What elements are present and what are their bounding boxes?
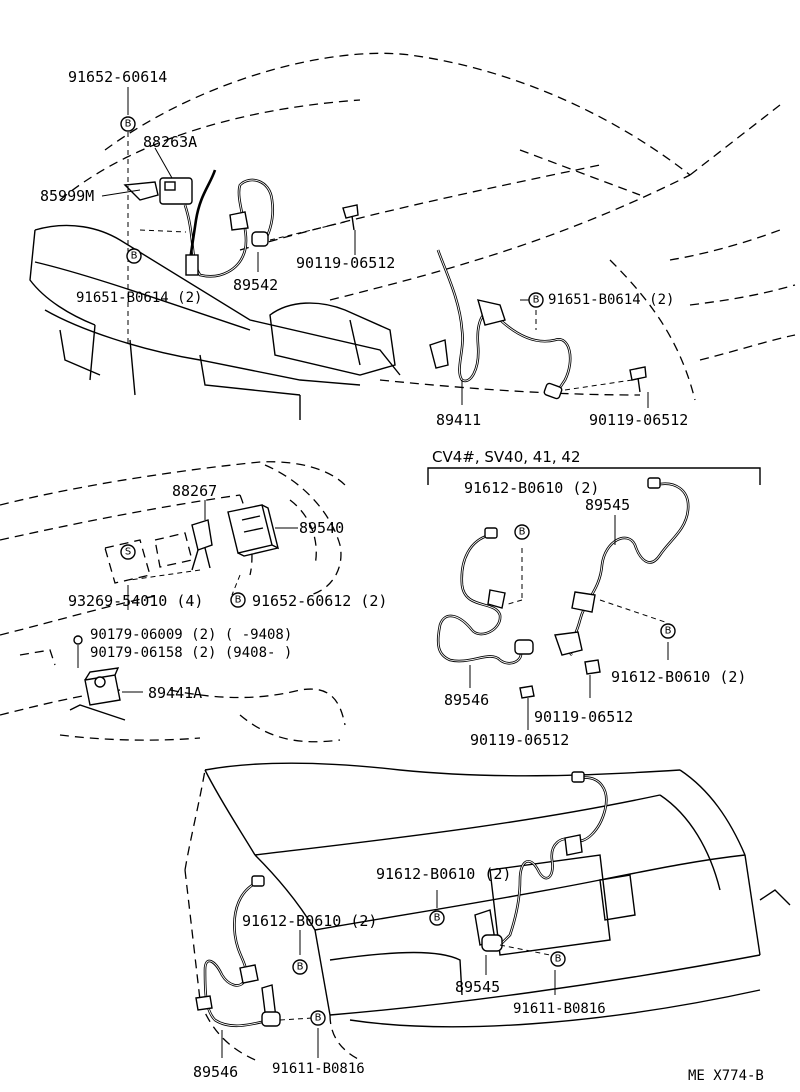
part-labels: 91652-60614 88263A 85999M 91651-B0614 (2…	[40, 68, 764, 1084]
bolt-b-icon	[514, 524, 530, 540]
footer-code: ME X774-B	[688, 1068, 764, 1084]
rear-car-body-outline	[184, 762, 791, 1063]
front-left-speed-sensor	[123, 169, 274, 278]
screw-s-icon-letter: S	[125, 547, 131, 558]
bolt-b-icon-letter: B	[131, 251, 138, 262]
bolt-b-icon	[230, 592, 246, 608]
label-89545-rear: 89545	[455, 978, 500, 996]
label-91652-60612: 91652-60612 (2)	[252, 592, 387, 610]
label-91612-B0610-rear-left: 91612-B0610 (2)	[242, 912, 377, 930]
interior-dashboard-outline	[0, 461, 346, 743]
label-91612-B0610-cv4-top: 91612-B0610 (2)	[464, 479, 599, 497]
screw-s-icon	[120, 544, 136, 560]
bolt-b-icon-letter: B	[434, 913, 441, 924]
label-90119-06512-front-left: 90119-06512	[296, 254, 395, 272]
bolt-b-icon-letter: B	[125, 119, 132, 130]
label-90119-06512-front-right: 90119-06512	[589, 411, 688, 429]
bolt-b-icon-letter: B	[555, 954, 562, 965]
deceleration-sensor	[69, 585, 143, 721]
label-91652-60614: 91652-60614	[68, 68, 167, 86]
bolt-symbols: B B B S B B B B B B B	[120, 116, 676, 1026]
bolt-b-icon	[528, 292, 544, 308]
bolt-b-icon	[292, 959, 308, 975]
label-93269-54010: 93269-54010 (4)	[68, 592, 203, 610]
label-89545-cv4: 89545	[585, 496, 630, 514]
label-89540: 89540	[299, 519, 344, 537]
label-85999M: 85999M	[40, 187, 94, 205]
label-90179-06009: 90179-06009 (2) ( -9408)	[90, 627, 292, 643]
front-car-body-outline	[29, 52, 796, 420]
label-90119-06512-cv4-right: 90119-06512	[534, 708, 633, 726]
bolt-b-icon-letter: B	[533, 295, 540, 306]
cv4-sensor-89545	[554, 477, 690, 698]
rear-right-sensor	[436, 771, 608, 995]
bolt-b-icon	[126, 248, 142, 264]
label-89546-rear: 89546	[193, 1063, 238, 1081]
bolt-b-icon	[660, 623, 676, 639]
label-91611-B0816-rear-left: 91611-B0816	[272, 1061, 365, 1077]
label-91611-B0816-rear-right: 91611-B0816	[513, 1001, 606, 1017]
label-89546-cv4: 89546	[444, 691, 489, 709]
cv4-section-bracket	[427, 467, 761, 485]
label-88263A: 88263A	[143, 133, 197, 151]
bolt-b-icon-letter: B	[665, 626, 672, 637]
bolt-b-icon	[429, 910, 445, 926]
label-90119-06512-cv4-left: 90119-06512	[470, 731, 569, 749]
label-90179-06158: 90179-06158 (2) (9408- )	[90, 645, 292, 661]
abs-control-unit	[129, 500, 298, 596]
bolt-b-icon-letter: B	[519, 527, 526, 538]
label-88267: 88267	[172, 482, 217, 500]
bolt-b-icon-letter: B	[297, 962, 304, 973]
label-89411: 89411	[436, 411, 481, 429]
bolt-b-icon	[120, 116, 136, 132]
rear-left-sensor	[195, 875, 319, 1058]
bolt-b-icon	[550, 951, 566, 967]
label-91651-B0614-left: 91651-B0614 (2)	[76, 290, 202, 306]
bolt-b-icon-letter: B	[315, 1013, 322, 1024]
bolt-b-icon-letter: B	[235, 595, 242, 606]
label-91612-B0610-rear-right: 91612-B0610 (2)	[376, 865, 511, 883]
bolt-b-icon	[310, 1010, 326, 1026]
front-left-leaders	[101, 87, 359, 345]
label-91651-B0614-right: 91651-B0614 (2)	[548, 292, 674, 308]
section-header-cv4: CV4#, SV40, 41, 42	[432, 448, 581, 466]
label-89441A: 89441A	[148, 684, 202, 702]
cv4-sensor-89546	[436, 527, 535, 730]
label-91612-B0610-cv4-right: 91612-B0610 (2)	[611, 668, 746, 686]
label-89542: 89542	[233, 276, 278, 294]
front-right-speed-sensor	[429, 249, 649, 408]
